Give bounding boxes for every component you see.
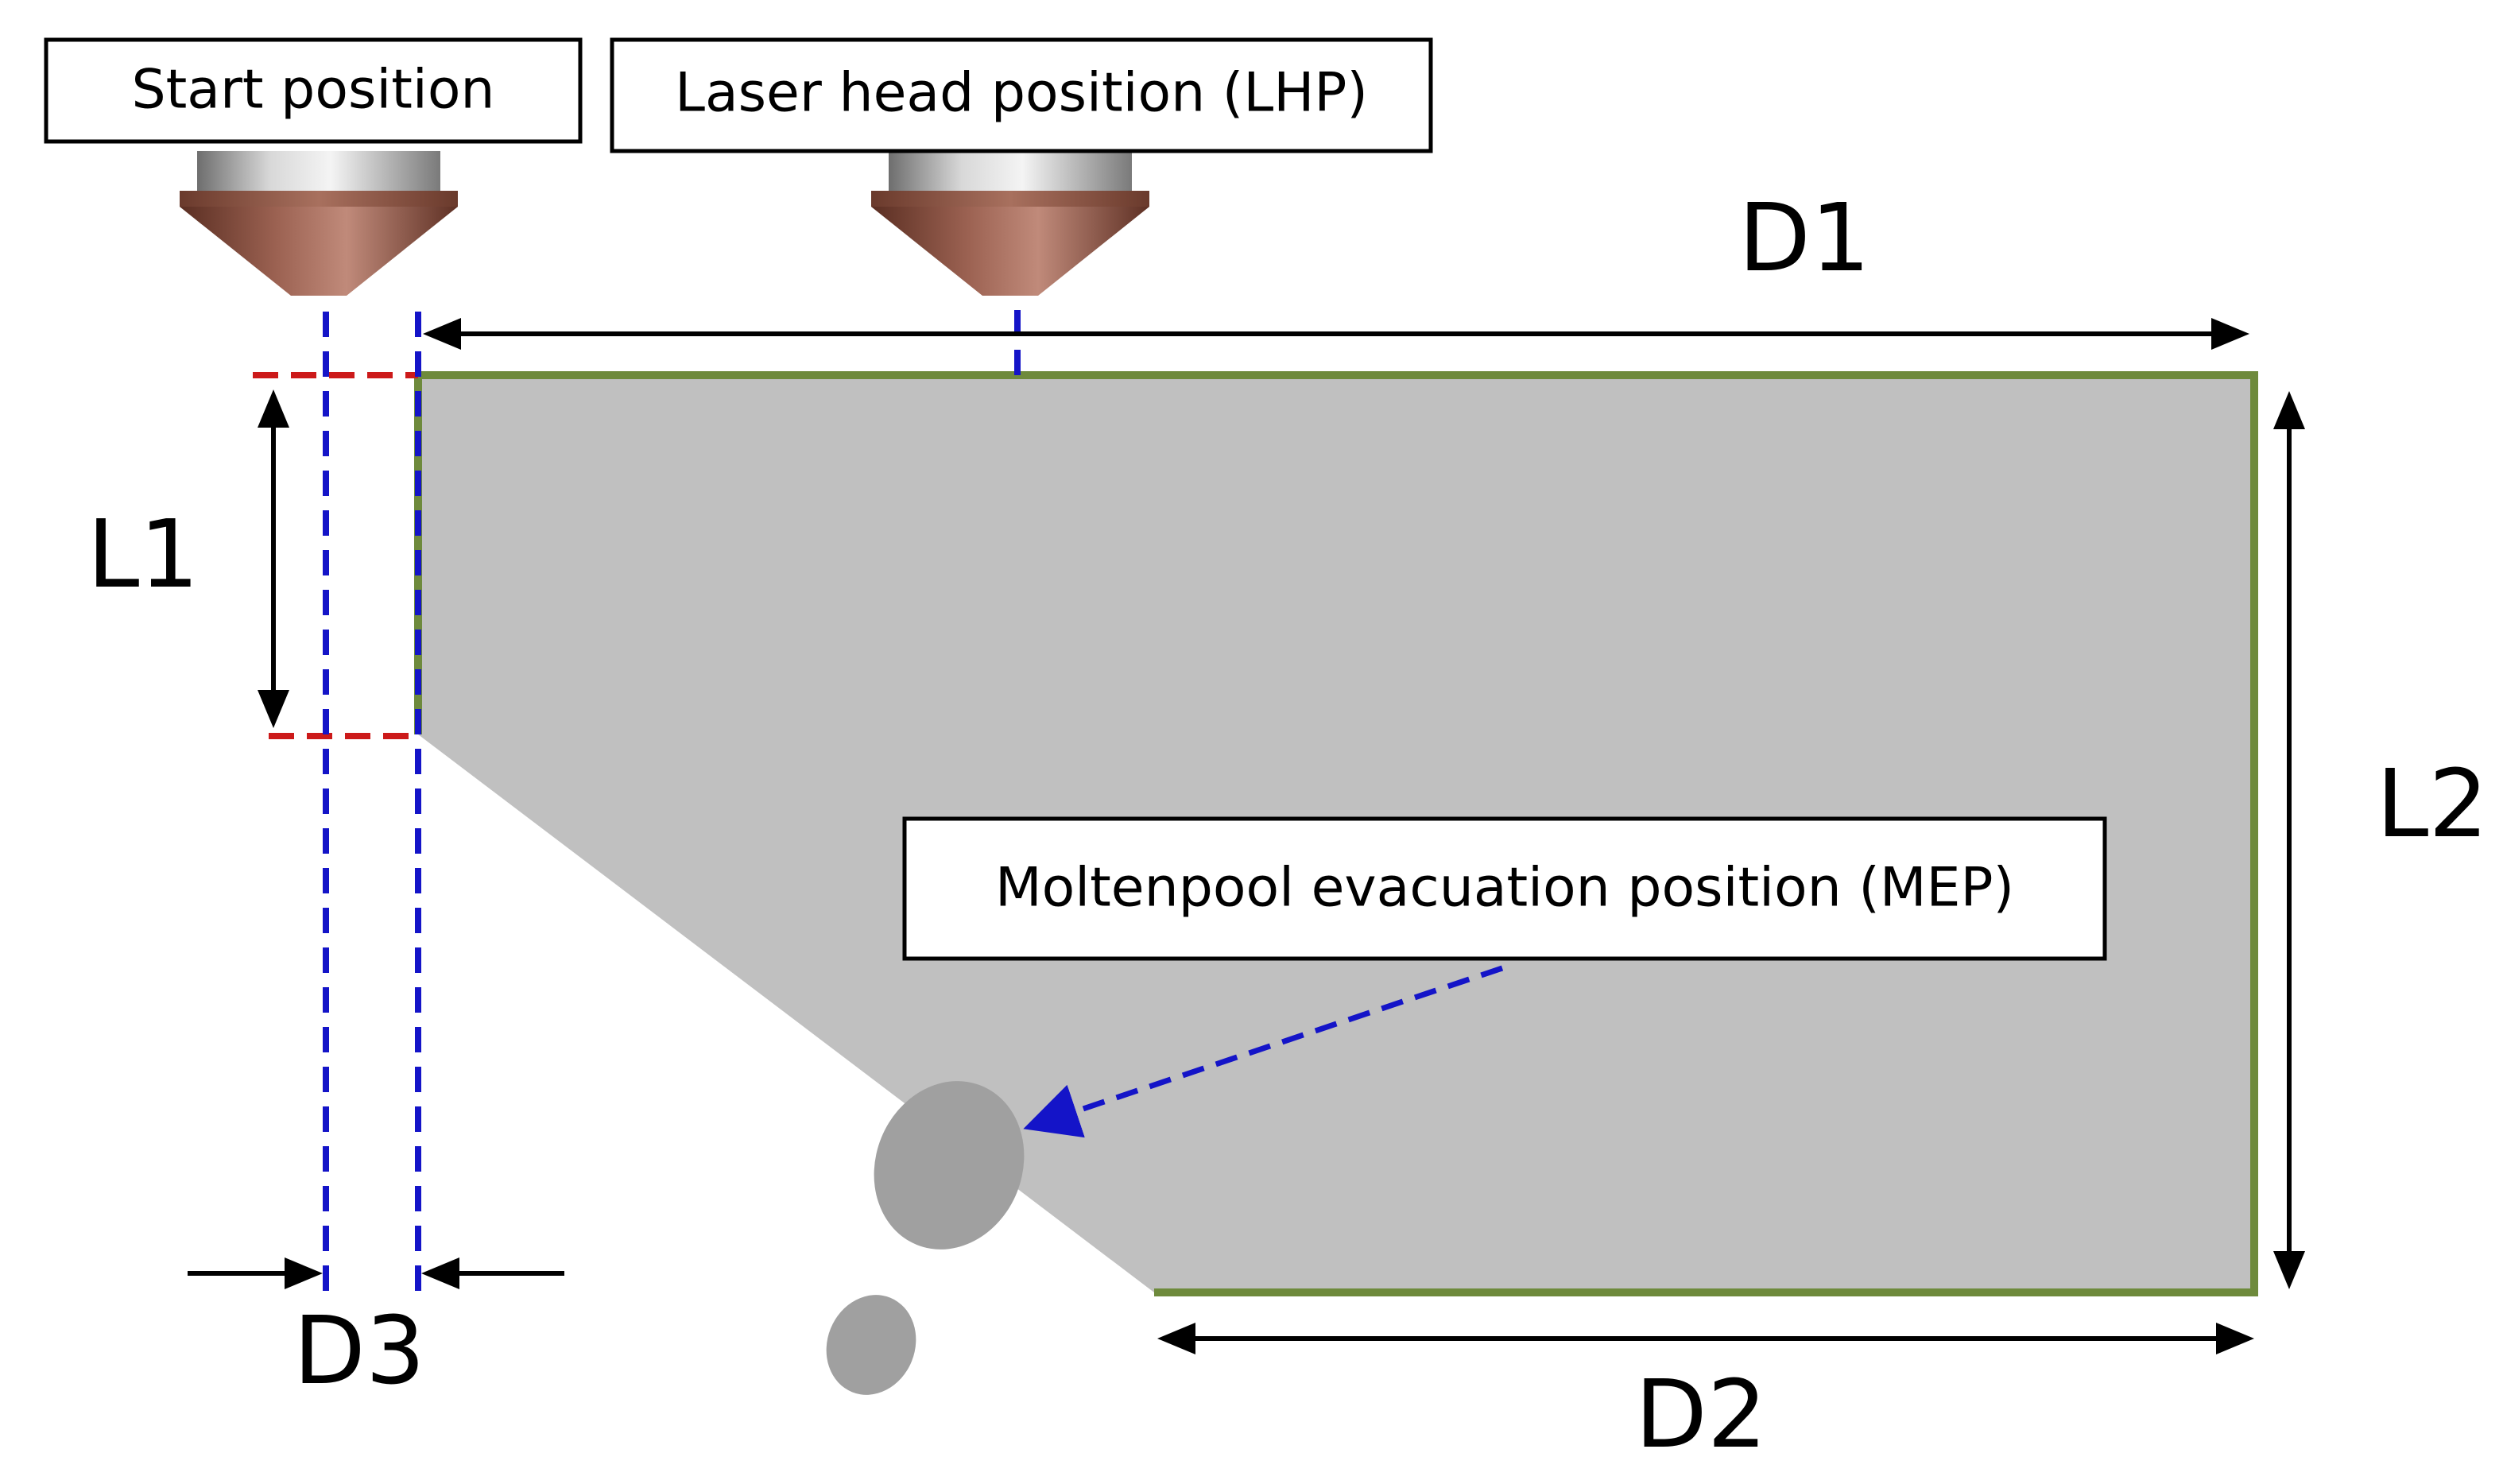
laser-head-position-label: Laser head position (LHP) [675,62,1368,125]
d2-dimension-arrow [1157,1323,2254,1354]
molten-pool-droplet [874,1081,1025,1250]
mep-pointer-arrow [1023,965,1504,1138]
d2-label: D2 [1635,1359,1767,1469]
mep-box: Moltenpool evacuation position (MEP) [902,816,2107,961]
laser-head-position-box: Laser head position (LHP) [610,37,1433,153]
l2-dimension-arrow [2273,391,2305,1289]
molten-pool-droplet-small [826,1295,916,1395]
l2-label: L2 [2377,749,2489,858]
start-region-outline [253,372,418,739]
laser-nozzle-icon [180,151,458,296]
d1-dimension-arrow [423,318,2249,350]
d3-label: D3 [293,1296,425,1405]
d1-label: D1 [1738,183,1870,293]
l1-label: L1 [87,499,200,609]
d3-left-arrow [188,1257,323,1289]
mep-label: Moltenpool evacuation position (MEP) [995,857,2014,920]
laser-nozzle-icon [871,151,1149,296]
d3-right-arrow [421,1257,564,1289]
start-position-label: Start position [131,59,494,122]
cut-edge-top-right [418,371,2258,1296]
l1-dimension-arrow [258,389,289,728]
start-position-box: Start position [44,37,583,144]
